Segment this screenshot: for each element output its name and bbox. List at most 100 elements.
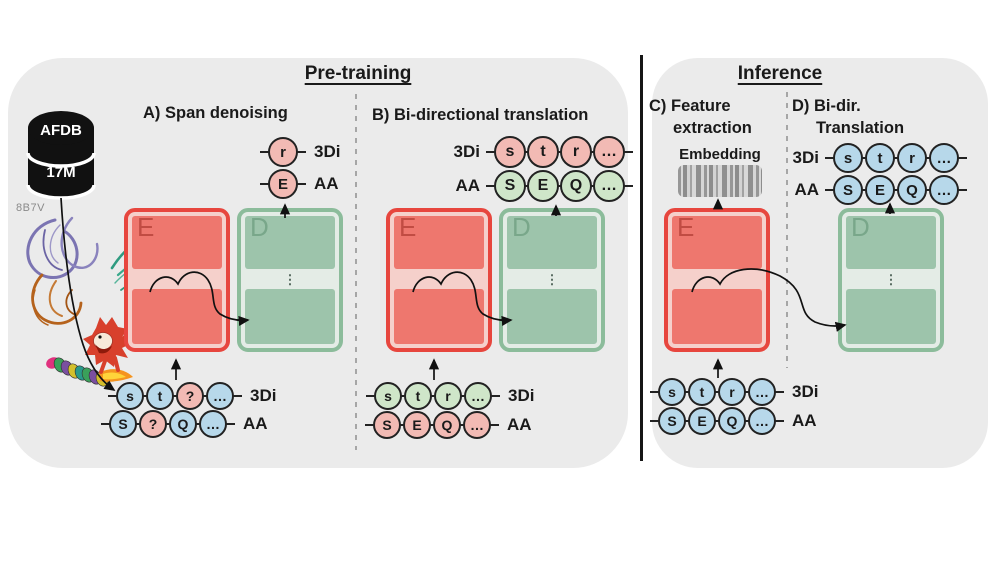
encoder-layer-bottom bbox=[394, 289, 484, 344]
decoder-block-inference: D ⋮ bbox=[838, 208, 944, 352]
token-circle-blue: t bbox=[865, 143, 895, 173]
token-circle-blue: s bbox=[658, 378, 686, 406]
encoder-block-a: E bbox=[124, 208, 230, 352]
embedding-barcode bbox=[678, 165, 762, 197]
token-circle-blue: r bbox=[718, 378, 746, 406]
sequence-type-label: 3Di bbox=[314, 142, 341, 161]
encoder-layer-bottom bbox=[132, 289, 222, 344]
token-circle-blue: … bbox=[929, 143, 959, 173]
token-circle-pink: … bbox=[593, 136, 625, 168]
token-circle-pink: r bbox=[560, 136, 592, 168]
token-chain: E bbox=[260, 169, 306, 199]
token-circle-green: E bbox=[527, 170, 559, 202]
token-circle-blue: t bbox=[146, 382, 174, 410]
token-circle-green: … bbox=[464, 382, 492, 410]
token-circle-pink: Q bbox=[433, 411, 461, 439]
token-circle-blue: r bbox=[897, 143, 927, 173]
decoder-middle-band: ⋮ bbox=[846, 269, 936, 289]
section-c-heading: C) Feature extraction bbox=[649, 97, 752, 137]
section-a-heading: A) Span denoising bbox=[143, 104, 288, 122]
sequence-type-label: 3Di bbox=[453, 142, 480, 161]
inference-title: Inference bbox=[737, 63, 823, 84]
decoder-letter: D bbox=[851, 212, 870, 242]
token-circle-pink: E bbox=[403, 411, 431, 439]
pretraining-title: Pre-training bbox=[304, 63, 412, 84]
sequence-type-label: AA bbox=[792, 411, 817, 430]
encoder-letter: E bbox=[137, 212, 155, 242]
sequence-type-label: 3Di bbox=[250, 386, 277, 405]
decoder-layer-top bbox=[846, 216, 936, 269]
token-circle-green: s bbox=[374, 382, 402, 410]
token-circle-pink: … bbox=[463, 411, 491, 439]
decoder-layer-bottom bbox=[507, 289, 597, 344]
token-circle-blue: S bbox=[833, 175, 863, 205]
token-circle-blue: Q bbox=[718, 407, 746, 435]
encoder-layer-top bbox=[394, 216, 484, 269]
token-chain: S?Q… bbox=[101, 410, 235, 438]
token-circle-blue: E bbox=[688, 407, 716, 435]
token-circle-pink: t bbox=[527, 136, 559, 168]
ellipsis-dots: ⋮ bbox=[884, 271, 898, 287]
decoder-layer-top bbox=[507, 216, 597, 269]
token-circle-blue: … bbox=[748, 378, 776, 406]
token-circle-pink: S bbox=[373, 411, 401, 439]
sequence-type-label: AA bbox=[243, 414, 268, 433]
encoder-letter: E bbox=[677, 212, 695, 242]
token-chain: r bbox=[260, 137, 306, 167]
token-circle-blue: S bbox=[658, 407, 686, 435]
sequence-type-label: 3Di bbox=[508, 386, 535, 405]
sequence-type-label: AA bbox=[507, 415, 532, 434]
token-circle-blue: … bbox=[748, 407, 776, 435]
token-circle-green: Q bbox=[560, 170, 592, 202]
ellipsis-dots: ⋮ bbox=[283, 271, 297, 287]
pdb-id-label: 8B7V bbox=[16, 202, 45, 214]
decoder-letter: D bbox=[250, 212, 269, 242]
token-circle-blue: … bbox=[206, 382, 234, 410]
decoder-middle-band: ⋮ bbox=[507, 269, 597, 289]
token-circle-pink: s bbox=[494, 136, 526, 168]
token-circle-green: t bbox=[404, 382, 432, 410]
ellipsis-dots: ⋮ bbox=[545, 271, 559, 287]
decoder-middle-band: ⋮ bbox=[245, 269, 335, 289]
encoder-middle-band bbox=[132, 269, 222, 289]
token-circle-blue: … bbox=[199, 410, 227, 438]
encoder-layer-top bbox=[672, 216, 762, 269]
embedding-label: Embedding bbox=[679, 146, 761, 163]
token-circle-blue: … bbox=[929, 175, 959, 205]
token-circle-pink: r bbox=[268, 137, 298, 167]
sequence-type-label: AA bbox=[455, 176, 480, 195]
sequence-type-label: 3Di bbox=[792, 148, 819, 167]
token-circle-green: S bbox=[494, 170, 526, 202]
section-d-heading: D) Bi-dir. Translation bbox=[792, 97, 905, 137]
output-chain-3di-a: r 3Di bbox=[260, 137, 341, 167]
token-circle-blue: Q bbox=[169, 410, 197, 438]
encoder-block-inference: E bbox=[664, 208, 770, 352]
sequence-type-label: AA bbox=[794, 180, 819, 199]
sequence-type-label: 3Di bbox=[792, 382, 819, 401]
token-circle-blue: s bbox=[116, 382, 144, 410]
decoder-block-b: D ⋮ bbox=[499, 208, 605, 352]
token-circle-blue: t bbox=[688, 378, 716, 406]
decoder-layer-top bbox=[245, 216, 335, 269]
section-b-heading: B) Bi-directional translation bbox=[372, 106, 589, 124]
token-circle-pink: E bbox=[268, 169, 298, 199]
decoder-block-a: D ⋮ bbox=[237, 208, 343, 352]
encoder-layer-bottom bbox=[672, 289, 762, 344]
